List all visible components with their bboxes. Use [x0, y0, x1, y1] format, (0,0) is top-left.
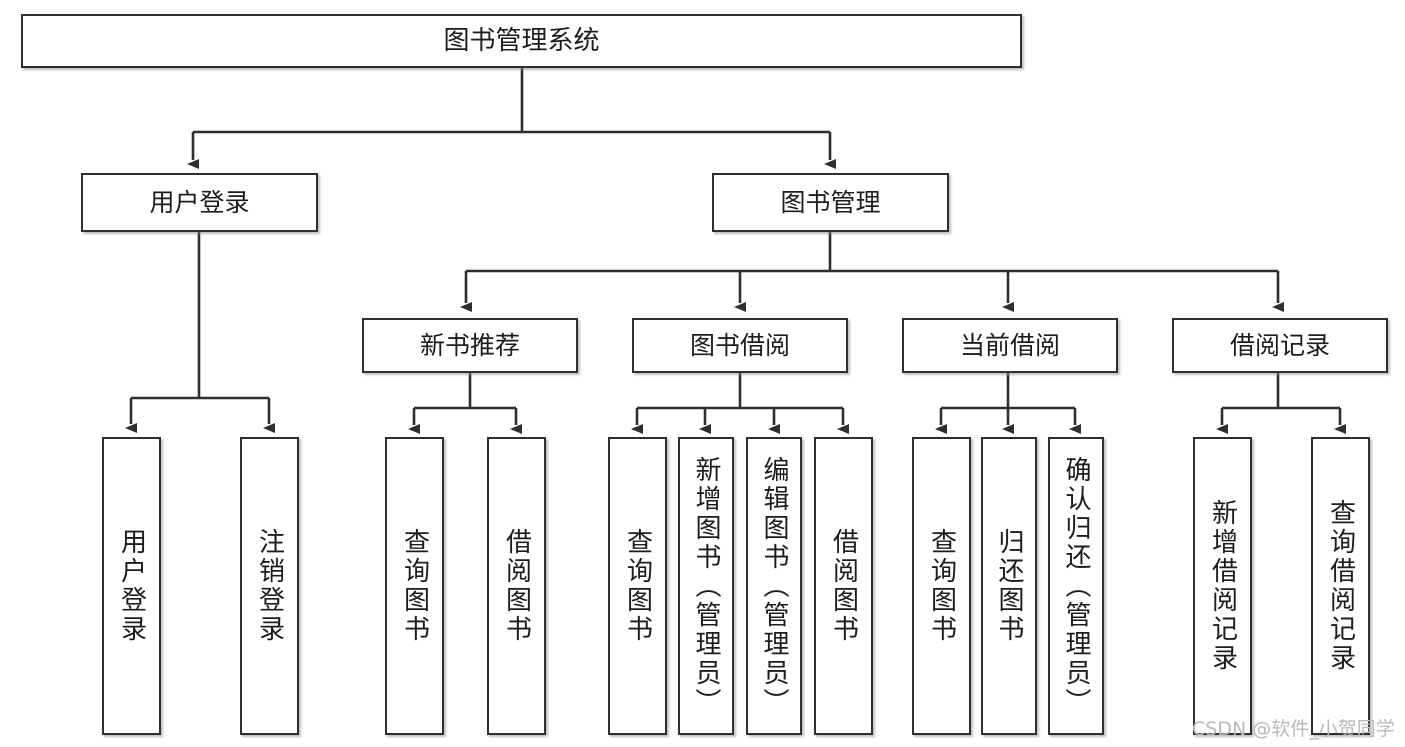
leaf-book-borrow-borrow[interactable]: 借阅图书 [814, 437, 873, 735]
leaf-new-book-borrow[interactable]: 借阅图书 [487, 437, 546, 735]
node-user-login[interactable]: 用户登录 [81, 173, 318, 232]
leaf-borrow-record-query[interactable]: 查询借阅记录 [1311, 437, 1370, 735]
node-book-management-label: 图书管理 [780, 187, 881, 217]
leaf-new-book-query-label: 查询图书 [399, 528, 430, 644]
leaf-current-borrow-confirm[interactable]: 确认归还（管理员） [1048, 437, 1104, 735]
leaf-new-book-query[interactable]: 查询图书 [385, 437, 444, 735]
leaf-book-borrow-borrow-label: 借阅图书 [828, 528, 859, 644]
leaf-book-borrow-query-label: 查询图书 [622, 528, 653, 644]
leaf-book-borrow-edit[interactable]: 编辑图书（管理员） [746, 437, 802, 735]
csdn-watermark: CSDN @软件_小贺同学 [1192, 718, 1395, 740]
node-borrow-record[interactable]: 借阅记录 [1172, 318, 1388, 373]
leaf-user-login-signin[interactable]: 用户登录 [102, 437, 161, 735]
leaf-current-borrow-confirm-label: 确认归还（管理员） [1061, 455, 1091, 717]
leaf-user-login-signin-label: 用户登录 [116, 528, 147, 644]
leaf-current-borrow-return[interactable]: 归还图书 [981, 437, 1037, 735]
leaf-current-borrow-return-label: 归还图书 [994, 528, 1024, 644]
node-book-management[interactable]: 图书管理 [712, 173, 949, 232]
leaf-borrow-record-add-label: 新增借阅记录 [1207, 499, 1238, 673]
leaf-current-borrow-query-label: 查询图书 [926, 528, 957, 644]
leaf-book-borrow-add-label: 新增图书（管理员） [691, 455, 721, 717]
node-user-login-label: 用户登录 [149, 187, 250, 217]
node-new-book-recommend-label: 新书推荐 [419, 330, 520, 360]
node-book-borrow[interactable]: 图书借阅 [632, 318, 848, 373]
leaf-book-borrow-add[interactable]: 新增图书（管理员） [678, 437, 734, 735]
node-borrow-record-label: 借阅记录 [1229, 330, 1330, 360]
node-root[interactable]: 图书管理系统 [21, 14, 1022, 68]
leaf-borrow-record-query-label: 查询借阅记录 [1325, 499, 1356, 673]
leaf-borrow-record-add[interactable]: 新增借阅记录 [1193, 437, 1252, 735]
leaf-user-login-signout[interactable]: 注销登录 [240, 437, 299, 735]
leaf-book-borrow-query[interactable]: 查询图书 [608, 437, 667, 735]
leaf-new-book-borrow-label: 借阅图书 [501, 528, 532, 644]
node-new-book-recommend[interactable]: 新书推荐 [362, 318, 578, 373]
node-root-label: 图书管理系统 [443, 25, 600, 56]
node-current-borrow[interactable]: 当前借阅 [902, 318, 1118, 373]
node-book-borrow-label: 图书借阅 [689, 330, 790, 360]
leaf-user-login-signout-label: 注销登录 [254, 528, 285, 644]
node-current-borrow-label: 当前借阅 [959, 330, 1060, 360]
leaf-book-borrow-edit-label: 编辑图书（管理员） [759, 455, 789, 717]
leaf-current-borrow-query[interactable]: 查询图书 [912, 437, 971, 735]
